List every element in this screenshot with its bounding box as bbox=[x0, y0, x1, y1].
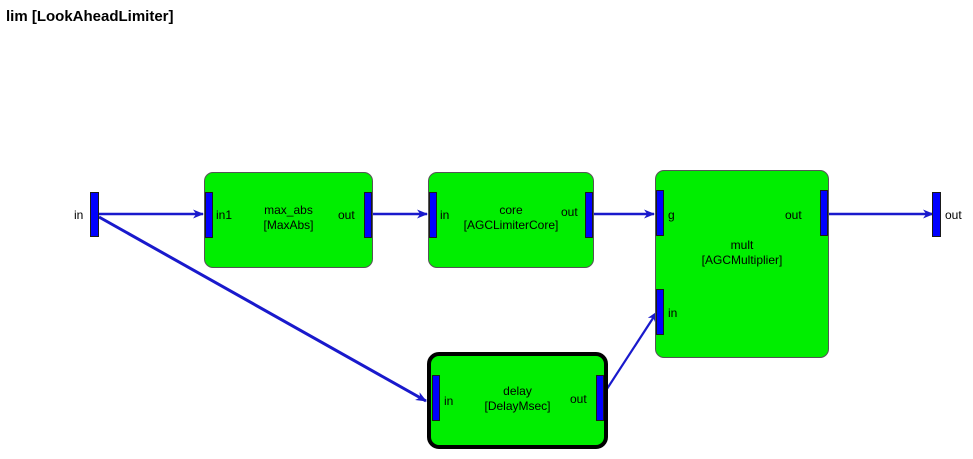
block-mult[interactable]: mult [AGCMultiplier] bbox=[655, 170, 829, 358]
block-max_abs-type: [MaxAbs] bbox=[263, 218, 314, 232]
block-core-name: core bbox=[499, 203, 523, 217]
block-delay-port-in-label: in bbox=[444, 394, 454, 408]
block-delay-port-out-label: out bbox=[570, 392, 587, 406]
block-mult-port-g-label: g bbox=[668, 208, 675, 222]
block-delay[interactable]: delay [DelayMsec] bbox=[427, 352, 608, 449]
block-core-port-out[interactable] bbox=[585, 192, 593, 238]
block-core-type: [AGCLimiterCore] bbox=[463, 218, 559, 232]
input-port-in[interactable] bbox=[90, 192, 99, 237]
block-delay-port-out[interactable] bbox=[596, 375, 604, 421]
block-mult-type: [AGCMultiplier] bbox=[701, 253, 783, 267]
block-mult-port-out-label: out bbox=[785, 208, 802, 222]
output-port-out-label: out bbox=[945, 208, 962, 222]
block-delay-port-in[interactable] bbox=[432, 375, 440, 421]
block-core-port-in[interactable] bbox=[429, 192, 437, 238]
block-mult-name: mult bbox=[730, 238, 754, 252]
block-max_abs-port-out-label: out bbox=[338, 208, 355, 222]
block-delay-type: [DelayMsec] bbox=[484, 399, 551, 413]
block-delay-name: delay bbox=[503, 384, 532, 398]
input-port-in-label: in bbox=[74, 208, 84, 222]
block-core-port-out-label: out bbox=[561, 205, 578, 219]
block-max_abs-port-in1-label: in1 bbox=[216, 208, 233, 222]
block-max_abs-port-in1[interactable] bbox=[205, 192, 213, 238]
block-max_abs[interactable]: max_abs [MaxAbs] bbox=[204, 172, 373, 268]
output-port-out[interactable] bbox=[932, 192, 941, 237]
block-max_abs-port-out[interactable] bbox=[364, 192, 372, 238]
block-max_abs-name: max_abs bbox=[264, 203, 313, 217]
page-title: lim [LookAheadLimiter] bbox=[6, 8, 174, 25]
block-core-port-in-label: in bbox=[440, 208, 450, 222]
wire-delay-to-mult-in bbox=[602, 311, 658, 396]
block-core[interactable]: core [AGCLimiterCore] bbox=[428, 172, 594, 268]
wire-in-to-delay bbox=[98, 215, 427, 403]
block-mult-port-in[interactable] bbox=[656, 289, 664, 335]
block-mult-port-g[interactable] bbox=[656, 190, 664, 236]
block-mult-port-in-label: in bbox=[668, 306, 678, 320]
block-mult-port-out[interactable] bbox=[820, 190, 828, 236]
